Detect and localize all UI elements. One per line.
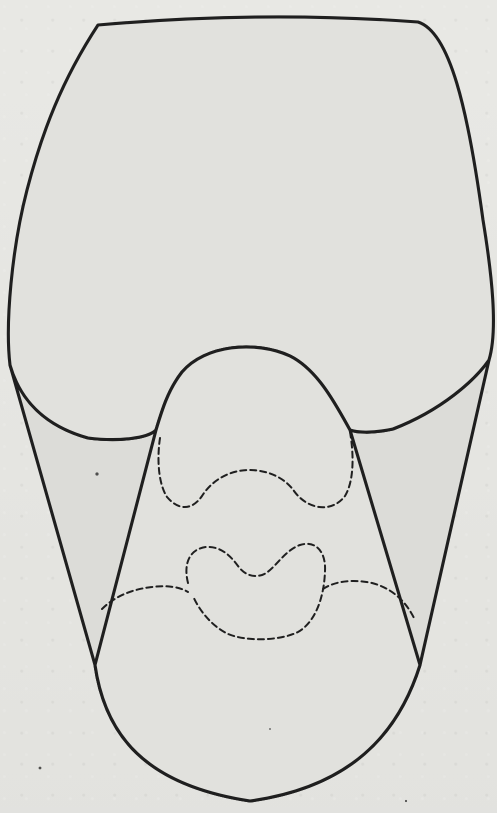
speck-left-lower bbox=[39, 767, 42, 770]
speck-left-middle bbox=[95, 472, 98, 475]
speck-center-lower bbox=[269, 728, 271, 730]
diagram-shapes bbox=[8, 17, 493, 801]
speck-right-bottom bbox=[405, 800, 407, 802]
